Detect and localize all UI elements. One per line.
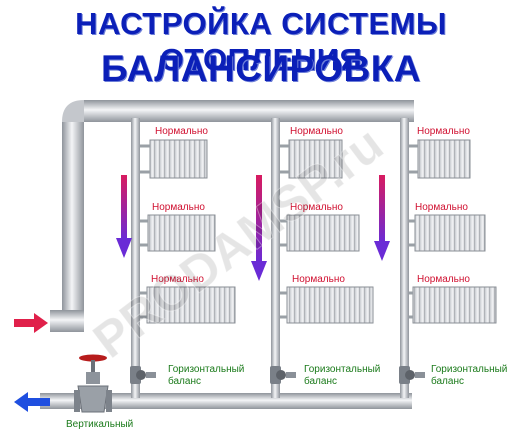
status-label: Нормально bbox=[152, 202, 205, 213]
status-label: Нормально bbox=[151, 274, 204, 285]
balance-labels: Горизонтальный баланс Горизонтальный бал… bbox=[168, 364, 507, 387]
status-label: Нормально bbox=[290, 202, 343, 213]
vertical-label: Вертикальный bbox=[66, 419, 133, 430]
status-label: Нормально bbox=[292, 274, 345, 285]
radiator bbox=[286, 286, 374, 324]
page-title: НАСТРОЙКА СИСТЕМЫ ОТОПЛЕНИЯ bbox=[75, 6, 447, 77]
balance-label-line1: Горизонтальный bbox=[304, 364, 380, 375]
return-arrow-icon bbox=[14, 392, 50, 412]
radiator bbox=[149, 139, 208, 179]
balance-label-line2: баланс bbox=[304, 375, 337, 387]
balance-label-line2: баланс bbox=[431, 375, 464, 387]
status-label: Нормально bbox=[290, 126, 343, 137]
riser-1 bbox=[140, 139, 236, 324]
flow-down-arrow bbox=[116, 175, 132, 258]
flow-arrows bbox=[14, 175, 390, 412]
balance-valve-icon bbox=[270, 366, 296, 384]
balance-valve-icon bbox=[399, 366, 425, 384]
balance-label-line2: баланс bbox=[168, 375, 201, 387]
radiator bbox=[417, 139, 471, 179]
inflow-arrow-icon bbox=[14, 313, 48, 333]
radiator bbox=[286, 214, 360, 252]
status-label: Нормально bbox=[417, 126, 470, 137]
page-subtitle: БАЛАНСИРОВКА bbox=[100, 48, 422, 89]
radiator bbox=[412, 286, 497, 324]
status-label: Нормально bbox=[417, 274, 470, 285]
riser-2 bbox=[280, 139, 374, 324]
flow-down-arrow bbox=[251, 175, 267, 281]
balance-label-line1: Горизонтальный bbox=[168, 364, 244, 375]
balance-valves bbox=[130, 366, 425, 384]
radiator bbox=[414, 214, 486, 252]
flow-down-arrow bbox=[374, 175, 390, 261]
status-label: Нормально bbox=[415, 202, 468, 213]
gate-valve-icon bbox=[74, 354, 112, 413]
balance-label-line1: Горизонтальный bbox=[431, 364, 507, 375]
radiator bbox=[288, 139, 343, 179]
status-label: Нормально bbox=[155, 126, 208, 137]
riser-pipes bbox=[131, 118, 409, 398]
supply-main-pipe bbox=[50, 100, 414, 332]
radiator bbox=[147, 214, 216, 252]
status-labels: Нормально Нормально Нормально Нормально … bbox=[151, 126, 470, 285]
balance-valve-icon bbox=[130, 366, 156, 384]
radiator bbox=[146, 286, 236, 324]
riser-3 bbox=[409, 139, 497, 324]
